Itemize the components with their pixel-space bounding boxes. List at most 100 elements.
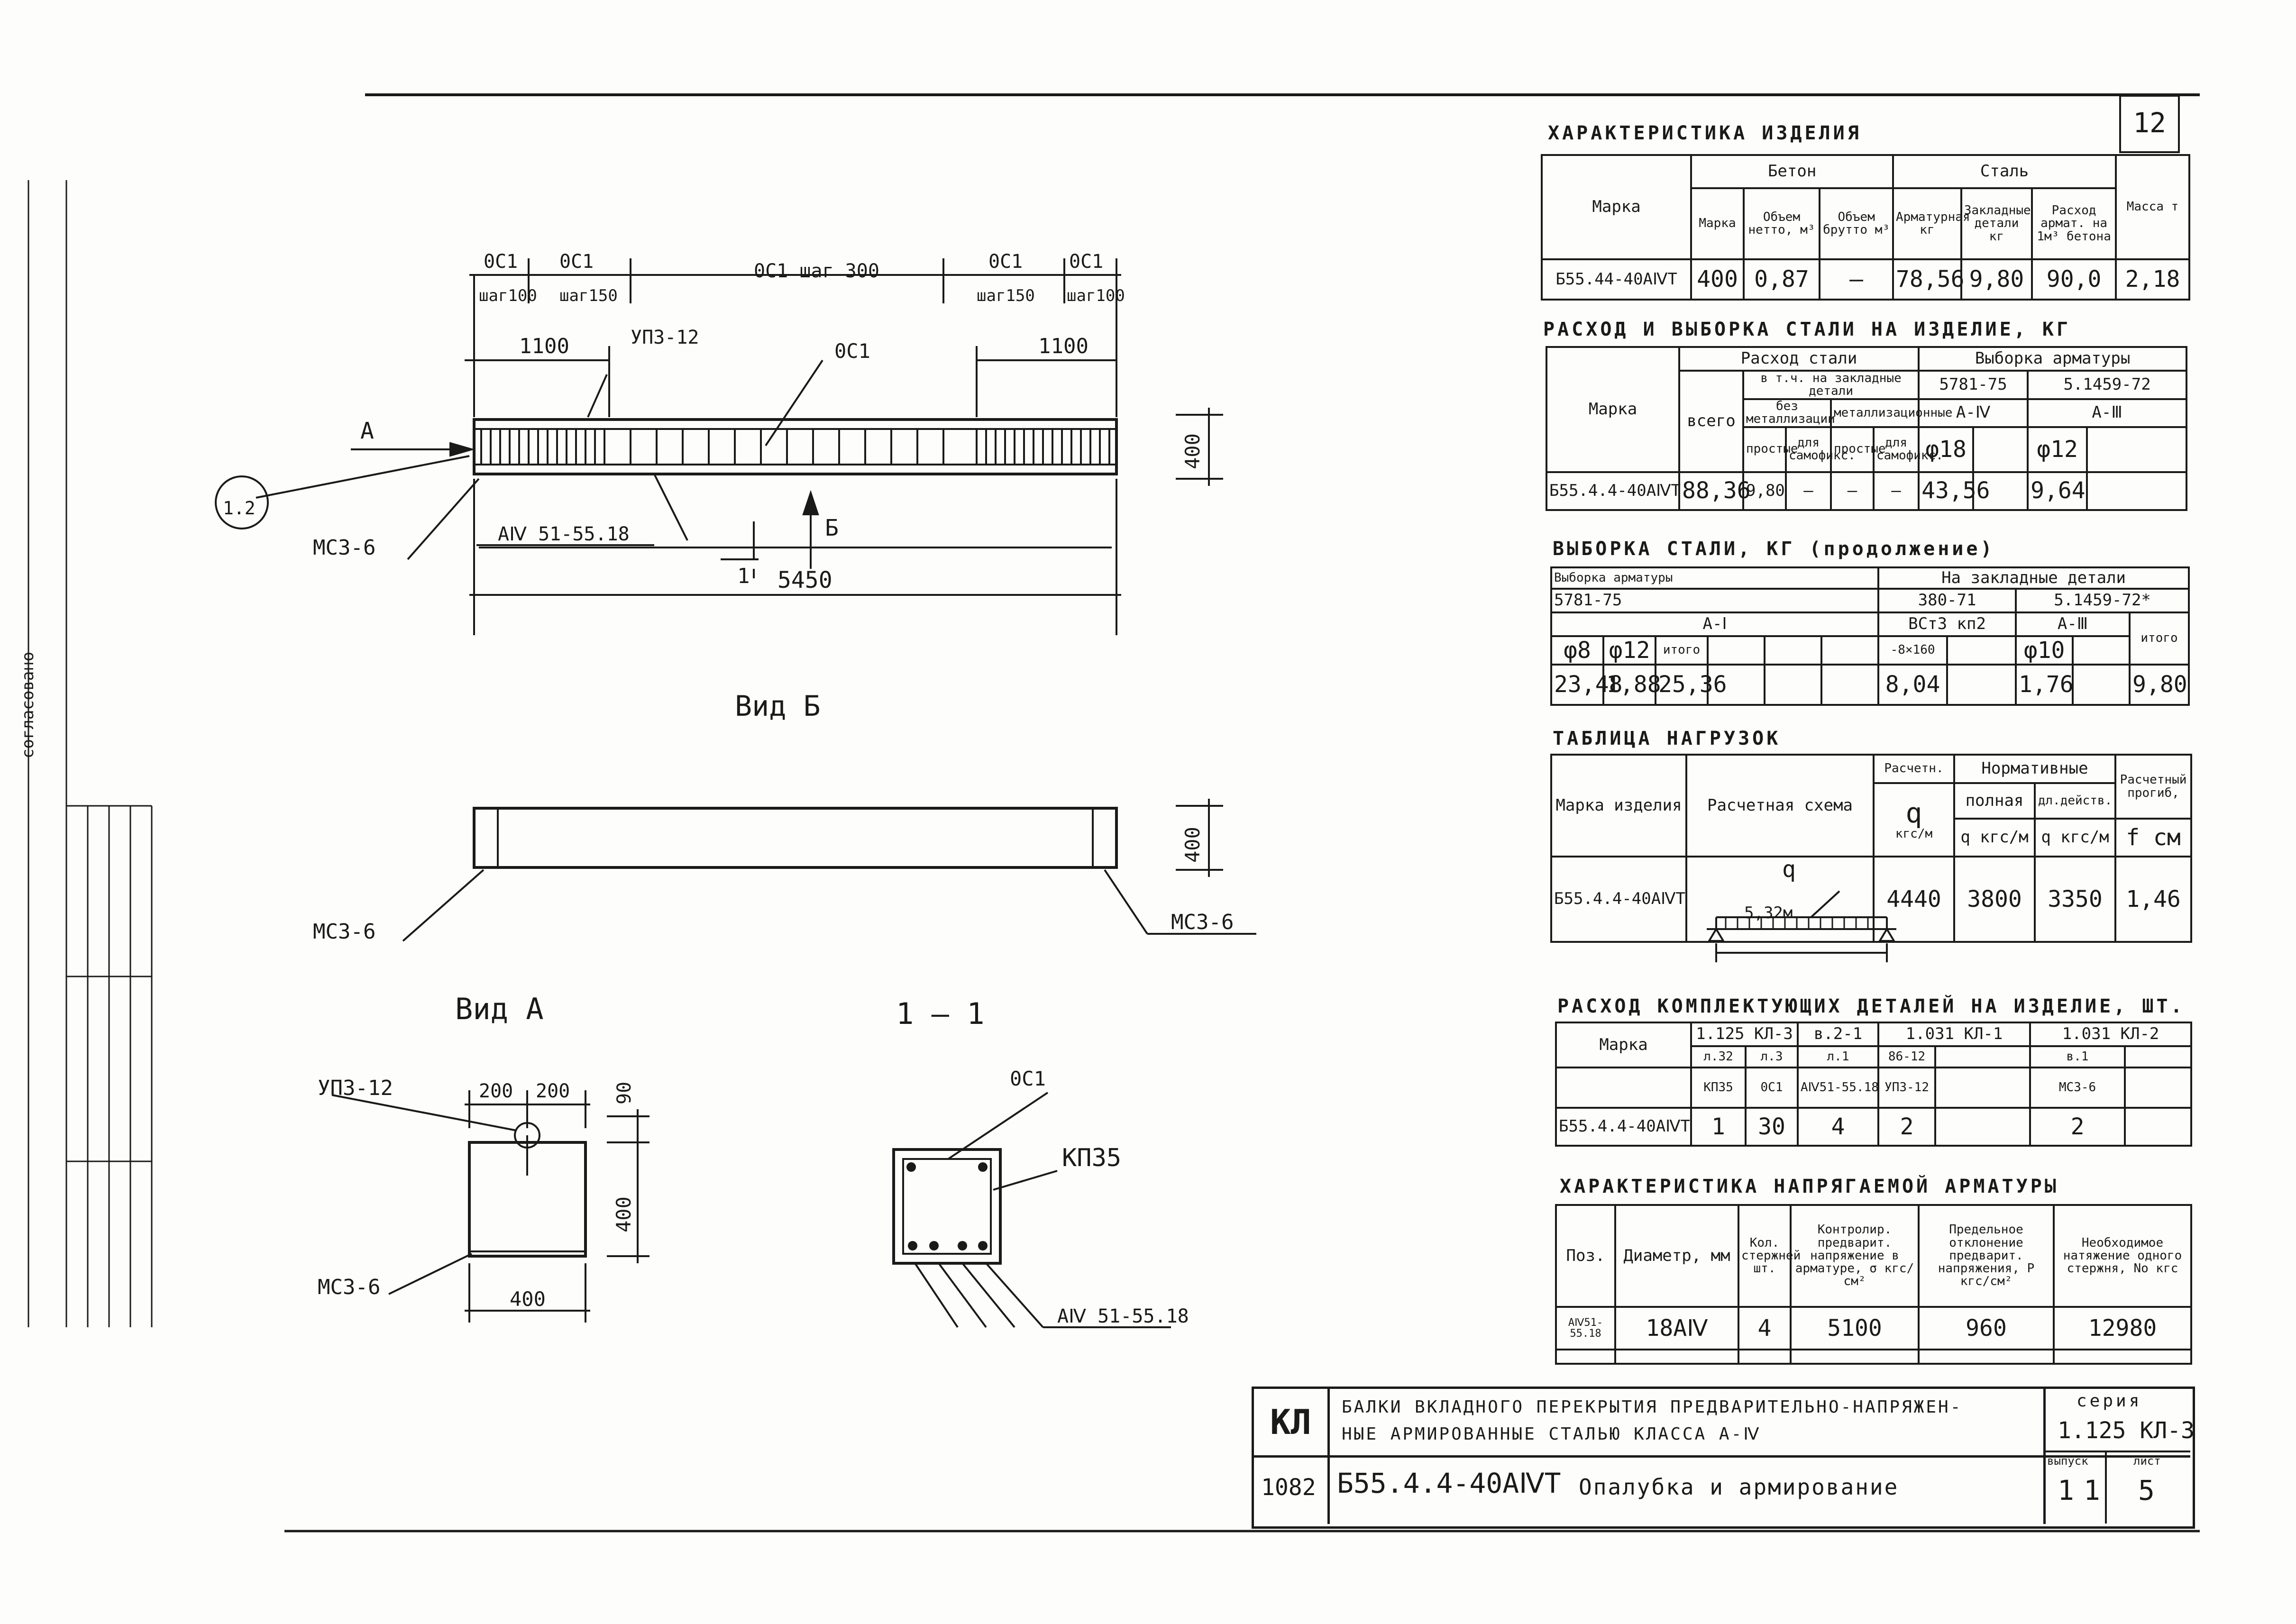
- comp-row-a4: 4: [1797, 1107, 1880, 1147]
- su-row-simple2: —: [1830, 471, 1875, 511]
- dim-height-400: 400: [1181, 433, 1204, 469]
- sheet-number-box: 12: [2119, 95, 2180, 153]
- label-upz12-view-a: УП3-12: [318, 1076, 393, 1100]
- sc-h-empty5: [2072, 635, 2131, 666]
- comp-h-msz: МС3-6: [2029, 1067, 2126, 1109]
- char-row-vgross: —: [1819, 258, 1894, 301]
- su-row-empty1: [1972, 471, 2029, 511]
- stamp-mark: Б55.4.4-40АⅣТ: [1337, 1467, 1561, 1499]
- view-a-title: Вид А: [455, 992, 544, 1026]
- sc-h-class1: А-Ⅰ: [1550, 611, 1880, 637]
- ps-h-count: Кол. стержней шт.: [1738, 1204, 1801, 1308]
- su-row-empty2: [2086, 471, 2188, 511]
- ps-row-count: 4: [1738, 1306, 1792, 1350]
- sc-h-empty2: [1764, 635, 1822, 666]
- comp-h-v21: в.2-1: [1797, 1022, 1880, 1047]
- sc-h-empty4: [1946, 635, 2017, 666]
- su-h-selection: Выборка арматуры: [1918, 346, 2188, 372]
- comp-h-l86: 86-12: [1877, 1045, 1937, 1068]
- loads-scheme-cell: q 5,32м: [1685, 856, 1875, 943]
- char-row-mark: Б55.44-40АⅣТ: [1540, 258, 1692, 301]
- char-h-steel: Сталь: [1892, 154, 2117, 189]
- label-kp35: КП35: [1062, 1144, 1121, 1172]
- loads-row-mark: Б55.4.4-40АⅣТ: [1550, 856, 1687, 943]
- ps-h-diam: Диаметр, мм: [1614, 1204, 1739, 1308]
- steel-usage-title: РАСХОД И ВЫБОРКА СТАЛИ НА ИЗДЕЛИЕ, КГ: [1543, 319, 2071, 340]
- char-h-concrete: Бетон: [1690, 154, 1894, 189]
- ps-empty1: [1555, 1349, 1616, 1365]
- section-mark: 1: [737, 564, 750, 588]
- ps-empty5: [1918, 1349, 2055, 1365]
- view-b-arrow: Б: [825, 515, 839, 541]
- su-h-nometal: без металлизации: [1742, 398, 1835, 428]
- su-row-fix2: —: [1872, 471, 1920, 511]
- comp-row-upz: 2: [1877, 1107, 1937, 1147]
- stamp-title-line2: НЫЕ АРМИРОВАННЫЕ СТАЛЬЮ КЛАССА А-Ⅳ: [1342, 1424, 1761, 1444]
- ps-row-limit: 960: [1918, 1306, 2055, 1350]
- loads-row-long: 3350: [2033, 856, 2117, 943]
- stamp-sheet-value: 5: [2138, 1474, 2155, 1506]
- comp-row-os1: 30: [1744, 1107, 1799, 1147]
- comp-h-mark: Марка: [1555, 1022, 1692, 1068]
- dim-height-400-b: 400: [1181, 827, 1204, 863]
- char-row-vnet: 0,87: [1742, 258, 1821, 301]
- spacing-label-5: 0С1: [1069, 251, 1103, 273]
- loads-h-full-unit: q кгс/м: [1953, 818, 2036, 858]
- sc-row-d12: 1,88: [1602, 664, 1661, 706]
- ps-empty2: [1614, 1349, 1739, 1365]
- spacing-label-1: 0С1: [484, 251, 518, 273]
- components-title: РАСХОД КОМПЛЕКТУЮЩИХ ДЕТАЛЕЙ НА ИЗДЕЛИЕ,…: [1557, 995, 2185, 1017]
- loads-table: Марка изделия Расчетная схема Расчетн. Н…: [1550, 754, 2193, 943]
- char-h-vgross: Объем брутто м³: [1819, 187, 1894, 260]
- characteristics-title: ХАРАКТЕРИСТИКА ИЗДЕЛИЯ: [1548, 122, 1862, 144]
- su-row-mark: Б55.4.4-40АⅣТ: [1546, 471, 1681, 511]
- sc-h-embedded: На закладные детали: [1877, 566, 2190, 590]
- sc-h-std3: 5.1459-72*: [2015, 588, 2190, 613]
- char-h-rebar: Арматурная кг: [1892, 187, 1970, 260]
- comp-h-series2: 1.031 КЛ-1: [1877, 1022, 2031, 1047]
- su-h-usage: Расход стали: [1678, 346, 1920, 372]
- su-row-fix1: —: [1785, 471, 1832, 511]
- stamp-series-value: 1.125 КЛ-3: [2058, 1417, 2195, 1444]
- dim-1100-right: 1100: [1038, 334, 1089, 358]
- comp-h-empty4: [2124, 1067, 2193, 1109]
- sc-h-class2: ВСт3 кп2: [1877, 611, 2017, 637]
- comp-row-empty2: [2124, 1107, 2193, 1147]
- sc-row-total-end: 9,80: [2129, 664, 2190, 706]
- sc-h-std1: 5781-75: [1550, 588, 1880, 613]
- side-strip-label: согласовано: [18, 652, 37, 758]
- loads-h-deflection: Расчетный прогиб,: [2114, 754, 2193, 820]
- sc-row-empty1: [1707, 664, 1765, 706]
- su-h-class1: А-Ⅳ: [1918, 398, 2029, 428]
- stamp-series-label: серия: [2076, 1391, 2142, 1411]
- pitch-label-2: шаг150: [559, 286, 618, 305]
- loads-h-scheme: Расчетная схема: [1685, 754, 1875, 858]
- sc-h-class3: А-Ⅲ: [2015, 611, 2131, 637]
- dim-1100-left: 1100: [519, 334, 569, 358]
- su-h-d18: φ18: [1918, 426, 1975, 473]
- comp-row-kp35: 1: [1690, 1107, 1747, 1147]
- spacing-label-2: 0С1: [559, 251, 594, 273]
- stamp-divider-v3: [2105, 1452, 2107, 1524]
- view-a-arrow: А: [360, 418, 374, 444]
- loads-h-f: f см: [2114, 818, 2193, 858]
- su-h-total: всего: [1678, 370, 1744, 473]
- char-h-embedded: Закладные детали кг: [1960, 187, 2033, 260]
- stamp-logo: КЛ: [1270, 1402, 1311, 1442]
- stamp-divider-v2: [2043, 1387, 2046, 1524]
- label-os1: 0С1: [834, 339, 870, 363]
- su-h-std1: 5781-75: [1918, 370, 2029, 400]
- su-row-d12: 9,64: [2027, 471, 2088, 511]
- su-h-incl: в т.ч. на закладные детали: [1742, 370, 1920, 400]
- view-b-title: Вид Б: [735, 690, 821, 723]
- sc-row-plate: 8,04: [1877, 664, 1948, 706]
- loads-scheme-span: 5,32м: [1744, 903, 1793, 922]
- sc-h-std2: 380-71: [1877, 588, 2017, 613]
- loads-h-q-cell: q кгс/м: [1873, 782, 1955, 858]
- dim-200-a: 200: [479, 1080, 513, 1102]
- loads-row-full: 3800: [1953, 856, 2036, 943]
- section-title: 1 — 1: [896, 996, 985, 1031]
- comp-h-empty1: [1934, 1045, 2031, 1068]
- stamp-issue-value2: 1: [2084, 1474, 2100, 1506]
- char-h-vnet: Объем нетто, м³: [1742, 187, 1821, 260]
